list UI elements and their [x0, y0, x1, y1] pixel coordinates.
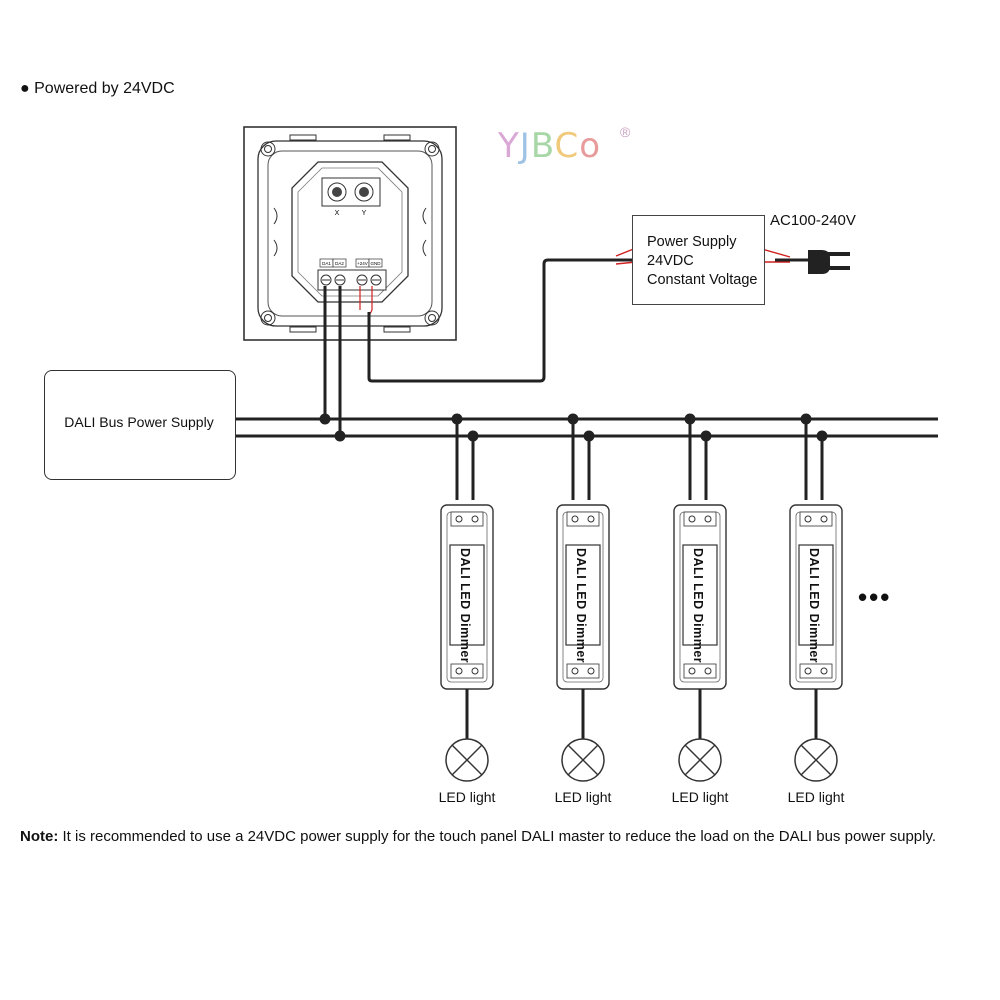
power-supply-box: [632, 215, 765, 305]
rotary-label-y: Y: [362, 210, 367, 217]
bus-junction-dot: [800, 413, 812, 425]
screw-icon: [820, 667, 828, 675]
bus-junction-dot: [700, 430, 712, 442]
screw-icon: [804, 667, 812, 675]
screw-icon: [455, 667, 463, 675]
dimmer-label-panel: [565, 544, 601, 646]
note-prefix: Note:: [20, 828, 59, 845]
screw-icon: [471, 667, 479, 675]
dimmer-label: DALI LED Dimmer: [574, 548, 588, 664]
bus-junction-dot: [816, 430, 828, 442]
more-devices-indicator: •••: [858, 582, 892, 612]
terminal-label-da2: DA2: [335, 261, 344, 266]
screw-icon: [704, 667, 712, 675]
dimmer-label: DALI LED Dimmer: [458, 548, 472, 664]
led-light-label: LED light: [438, 789, 496, 805]
screw-icon: [587, 667, 595, 675]
screw-icon: [804, 515, 812, 523]
terminal-label-gnd: GND: [371, 261, 382, 266]
bus-junction-dot: [467, 430, 479, 442]
logo-letter: Y: [498, 126, 520, 166]
dali-bus-power-supply-box: [44, 370, 236, 480]
header-text: Powered by 24VDC: [34, 80, 175, 97]
dimmer-label-panel: [798, 544, 834, 646]
screw-icon: [688, 515, 696, 523]
bus-junction-dot: [684, 413, 696, 425]
lamp-cross: [451, 744, 483, 776]
led-light-label: LED light: [787, 789, 845, 805]
header-note: ● Powered by 24VDC: [20, 80, 175, 98]
screw-icon: [571, 515, 579, 523]
note-text: It is recommended to use a 24VDC power s…: [58, 828, 937, 845]
bus-junction-dot: [567, 413, 579, 425]
led-light-label: LED light: [671, 789, 729, 805]
bus-junction-dot: [451, 413, 463, 425]
bus-junction-dot: [583, 430, 595, 442]
dimmer-label-panel: [682, 544, 718, 646]
dimmer-group: [440, 413, 843, 782]
screw-icon: [704, 515, 712, 523]
touch-panel: X Y DA1 DA2 +24V GND: [243, 126, 457, 341]
dimmer-label-panel: [449, 544, 485, 646]
bullet-icon: ●: [20, 80, 30, 97]
lamp-cross: [684, 744, 716, 776]
power-supply-label: Power Supply 24VDC Constant Voltage: [647, 233, 757, 290]
dimmer-label: DALI LED Dimmer: [691, 548, 705, 664]
registered-mark: ®: [620, 124, 631, 140]
rotary-label-x: X: [335, 210, 340, 217]
psu-line-1: Power Supply: [647, 234, 737, 250]
lamp-cross: [800, 744, 832, 776]
screw-icon: [571, 667, 579, 675]
ac-plug: [761, 248, 850, 274]
logo-letter: o: [579, 126, 602, 166]
dali-bus-power-supply-label: DALI Bus Power Supply: [64, 414, 214, 430]
terminal-label-24v: +24V: [357, 261, 368, 266]
terminal-label-da1: DA1: [322, 261, 331, 266]
panel-bus-wires: [323, 286, 342, 436]
screw-icon: [820, 515, 828, 523]
logo-letter: C: [554, 126, 580, 166]
brand-logo: YJBCo: [498, 126, 601, 166]
screw-icon: [587, 515, 595, 523]
psu-line-2: 24VDC: [647, 253, 694, 269]
screw-icon: [455, 515, 463, 523]
screw-icon: [471, 515, 479, 523]
dimmer-label: DALI LED Dimmer: [807, 548, 821, 664]
footer-note: Note: It is recommended to use a 24VDC p…: [20, 828, 936, 845]
logo-letter: J: [519, 126, 531, 166]
screw-icon: [688, 667, 696, 675]
logo-letter: B: [530, 126, 555, 166]
led-light-label: LED light: [554, 789, 612, 805]
ac-input-label: AC100-240V: [770, 212, 856, 229]
lamp-cross: [567, 744, 599, 776]
psu-line-3: Constant Voltage: [647, 272, 758, 288]
